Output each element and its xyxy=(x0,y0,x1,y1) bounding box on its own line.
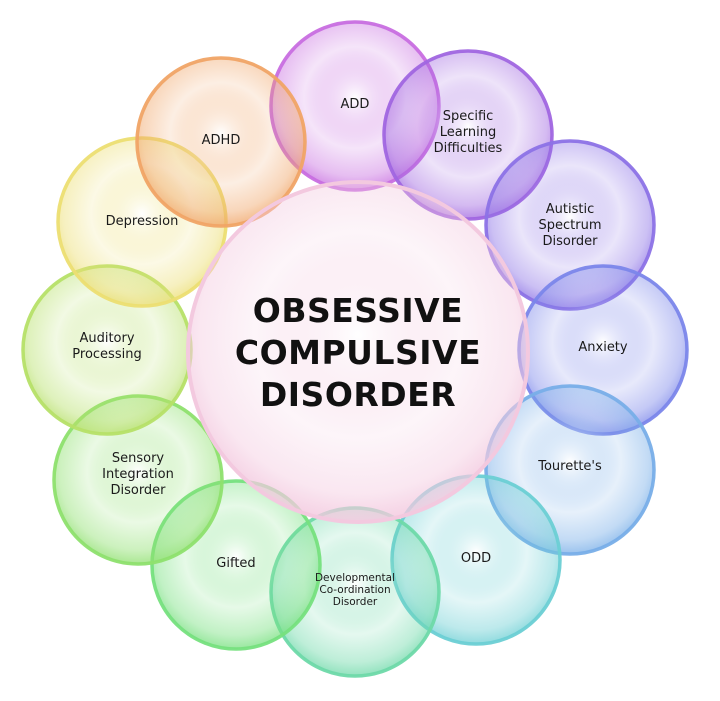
bubble-label-specific-learning-difficulties-line-3: Difficulties xyxy=(434,141,503,156)
bubble-label-sensory-integration-disorder-line-2: Integration xyxy=(102,467,174,482)
bubble-label-sensory-integration-disorder-line-1: Sensory xyxy=(112,451,165,466)
bubble-label-tourettes-line-1: Tourette's xyxy=(537,459,602,474)
bubble-label-sensory-integration-disorder-line-3: Disorder xyxy=(110,483,166,498)
bubble-label-depression-line-1: Depression xyxy=(106,214,179,229)
bubble-label-developmental-coordination-disorder-line-1: Developmental xyxy=(315,572,395,584)
surrounding-bubbles xyxy=(21,20,689,678)
bubble-label-developmental-coordination-disorder-line-3: Disorder xyxy=(333,596,378,608)
bubble-label-developmental-coordination-disorder-line-2: Co-ordination xyxy=(319,584,390,596)
bubble-labels: ADDSpecificLearningDifficultiesAutisticS… xyxy=(72,97,628,608)
bubble-label-autistic-spectrum-disorder-line-2: Spectrum xyxy=(539,218,602,233)
bubble-label-anxiety-line-1: Anxiety xyxy=(578,340,628,355)
bubble-label-specific-learning-difficulties-line-1: Specific xyxy=(443,109,494,124)
bubble-label-add-line-1: ADD xyxy=(341,97,370,112)
center-bubble: OBSESSIVE COMPULSIVE DISORDER xyxy=(186,180,530,524)
center-title-line-2: COMPULSIVE xyxy=(235,333,481,372)
bubble-label-auditory-processing-line-2: Processing xyxy=(72,347,141,362)
center-title-line-1: OBSESSIVE xyxy=(253,291,463,330)
bubble-label-adhd-line-1: ADHD xyxy=(202,133,241,148)
bubble-label-auditory-processing-line-1: Auditory xyxy=(79,331,134,346)
center-circle xyxy=(186,180,530,524)
bubble-label-odd-line-1: ODD xyxy=(461,551,491,566)
bubble-label-autistic-spectrum-disorder-line-3: Disorder xyxy=(542,234,598,249)
bubble-label-specific-learning-difficulties-line-2: Learning xyxy=(440,125,496,140)
bubble-label-autistic-spectrum-disorder-line-1: Autistic xyxy=(546,202,594,217)
bubble-adhd xyxy=(135,56,307,228)
bubble-label-gifted-line-1: Gifted xyxy=(216,556,255,571)
center-title-line-3: DISORDER xyxy=(260,375,456,414)
